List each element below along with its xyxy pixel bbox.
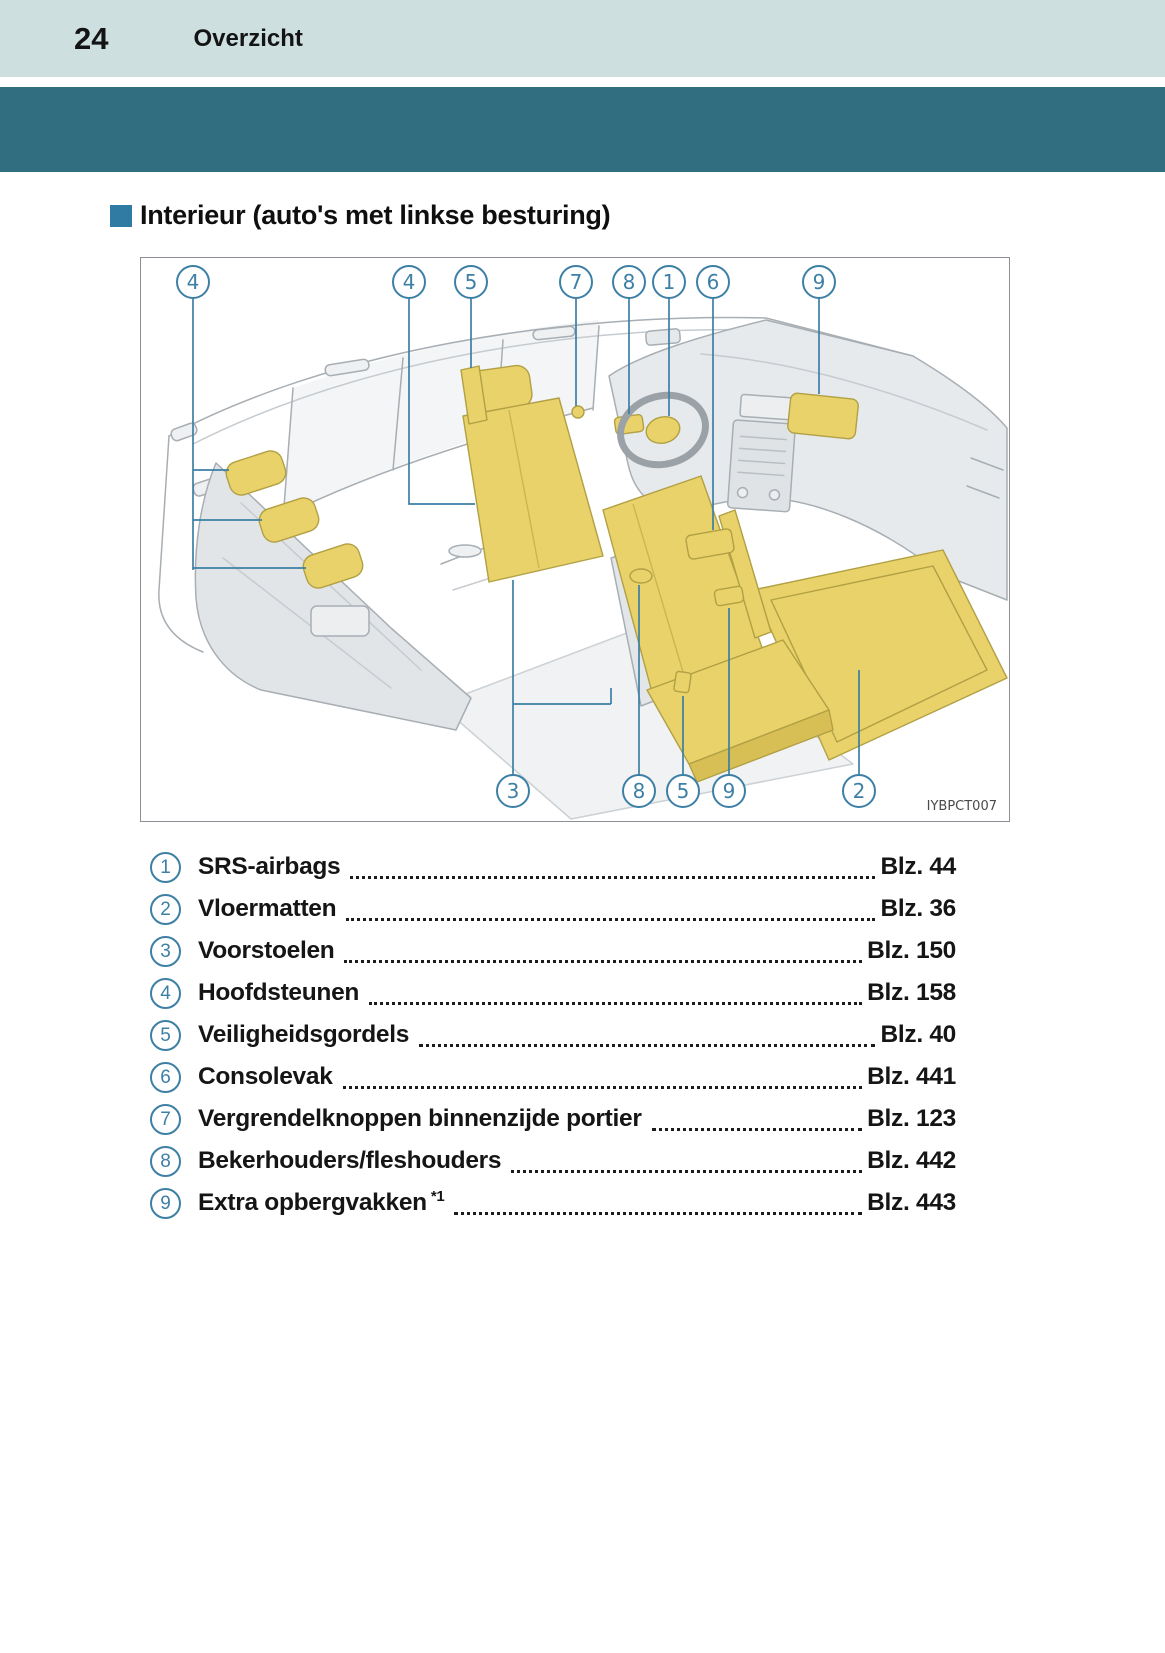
callout-number: 5 bbox=[677, 779, 690, 803]
heading-bullet-square bbox=[110, 204, 132, 227]
dotted-leader bbox=[350, 855, 876, 879]
legend-item-number: 8 bbox=[150, 1145, 181, 1177]
callout-number: 2 bbox=[853, 779, 866, 803]
legend-item-pageref: Blz. 443 bbox=[867, 1189, 956, 1216]
rear-headrest bbox=[302, 543, 364, 589]
legend-item: 7 Vergrendelknoppen binnenzijde portier … bbox=[150, 1098, 956, 1140]
legend-item: 9 Extra opbergvakken*1 Blz. 443 bbox=[150, 1182, 956, 1224]
callout-lines bbox=[192, 298, 860, 775]
interior-figure: 4 4 5 7 8 1 6 9 3 8 5 9 2 IYBPCT007 bbox=[140, 257, 1010, 822]
callout-number: 6 bbox=[707, 270, 720, 294]
callout-number: 1 bbox=[663, 270, 676, 294]
callout-number: 9 bbox=[813, 270, 826, 294]
legend-item-number: 3 bbox=[150, 935, 181, 967]
callout-number: 9 bbox=[723, 779, 736, 803]
legend-item-pageref: Blz. 150 bbox=[867, 937, 956, 964]
legend-item-label-text: Bekerhouders/fleshouders bbox=[198, 1147, 502, 1174]
legend-item-number: 4 bbox=[150, 977, 181, 1009]
dotted-leader bbox=[346, 897, 876, 921]
legend-item-label-text: Vergrendelknoppen binnenzijde portier bbox=[198, 1105, 642, 1132]
legend-item-number: 6 bbox=[150, 1061, 181, 1093]
dotted-leader bbox=[454, 1191, 863, 1215]
callout-number: 3 bbox=[507, 779, 520, 803]
legend-item: 4 Hoofdsteunen Blz. 158 bbox=[150, 972, 956, 1014]
console-pocket bbox=[713, 585, 745, 607]
interior-figure-svg: 4 4 5 7 8 1 6 9 3 8 5 9 2 IYBPCT007 bbox=[158, 265, 1008, 820]
legend-item-number: 5 bbox=[150, 1019, 181, 1051]
heading-text: Interieur (auto's met linkse besturing) bbox=[140, 200, 611, 230]
legend-item: 8 Bekerhouders/fleshouders Blz. 442 bbox=[150, 1140, 956, 1182]
callout-number: 5 bbox=[465, 270, 478, 294]
legend-item: 2 Vloermatten Blz. 36 bbox=[150, 888, 956, 930]
legend-item-label: Consolevak bbox=[198, 1063, 333, 1091]
legend-item-label-text: Veiligheidsgordels bbox=[198, 1021, 410, 1048]
dotted-leader bbox=[344, 939, 863, 963]
legend-item-pageref: Blz. 36 bbox=[880, 895, 956, 922]
console-cupholder bbox=[629, 568, 653, 584]
legend-item-pageref: Blz. 442 bbox=[867, 1147, 956, 1174]
seatbelt-anchor bbox=[460, 365, 488, 425]
legend-item-label-text: Voorstoelen bbox=[198, 937, 335, 964]
legend-item-label-text: SRS-airbags bbox=[198, 853, 341, 880]
car-interior-line-art bbox=[158, 316, 1008, 820]
legend-item-label: SRS-airbags bbox=[198, 853, 341, 881]
dotted-leader bbox=[342, 1065, 863, 1089]
section-heading: Interieur (auto's met linkse besturing) bbox=[110, 200, 1165, 231]
legend-item-number: 2 bbox=[150, 893, 181, 925]
legend-item: 3 Voorstoelen Blz. 150 bbox=[150, 930, 956, 972]
legend-item-label: Vloermatten bbox=[198, 895, 337, 923]
rear-headrest bbox=[258, 497, 320, 543]
dotted-leader bbox=[419, 1023, 876, 1047]
legend-item-pageref: Blz. 40 bbox=[880, 1021, 956, 1048]
legend-item-pageref: Blz. 44 bbox=[880, 853, 956, 880]
callout-circles: 4 4 5 7 8 1 6 9 3 8 5 9 2 bbox=[176, 265, 876, 808]
teal-band bbox=[0, 87, 1165, 172]
legend-item-pageref: Blz. 158 bbox=[867, 979, 956, 1006]
srs-airbag-pad bbox=[645, 415, 681, 445]
highlighted-parts bbox=[225, 364, 1008, 783]
callout-number: 4 bbox=[187, 270, 200, 294]
legend-item-label: Extra opbergvakken*1 bbox=[198, 1188, 445, 1217]
seatbelt-buckle bbox=[673, 670, 692, 694]
steering-wheel bbox=[617, 391, 709, 469]
legend-item-label: Veiligheidsgordels bbox=[198, 1021, 409, 1049]
legend-item-number: 7 bbox=[150, 1103, 181, 1135]
legend-item: 6 Consolevak Blz. 441 bbox=[150, 1056, 956, 1098]
legend-item-pageref: Blz. 123 bbox=[867, 1105, 956, 1132]
dotted-leader bbox=[511, 1149, 863, 1173]
dash-storage bbox=[787, 392, 859, 440]
section-title: Overzicht bbox=[193, 24, 303, 52]
legend-item: 5 Veiligheidsgordels Blz. 40 bbox=[150, 1014, 956, 1056]
callout-number: 7 bbox=[570, 270, 583, 294]
legend-item-pageref: Blz. 441 bbox=[867, 1063, 956, 1090]
dotted-leader bbox=[651, 1107, 863, 1131]
legend-item-number: 1 bbox=[150, 851, 181, 883]
legend-item-label: Bekerhouders/fleshouders bbox=[198, 1147, 502, 1175]
rear-headrest bbox=[225, 450, 287, 496]
legend-item-label-text: Vloermatten bbox=[198, 895, 337, 922]
door-lock-knob bbox=[571, 405, 585, 419]
legend-item-label: Hoofdsteunen bbox=[198, 979, 359, 1007]
callout-number: 8 bbox=[633, 779, 646, 803]
legend-item-label: Vergrendelknoppen binnenzijde portier bbox=[198, 1105, 642, 1133]
dotted-leader bbox=[369, 981, 863, 1005]
figure-code: IYBPCT007 bbox=[927, 799, 997, 814]
legend-item-label-text: Extra opbergvakken bbox=[198, 1189, 427, 1217]
callout-number: 4 bbox=[403, 270, 416, 294]
console-box bbox=[685, 528, 735, 560]
legend-item-label-text: Hoofdsteunen bbox=[198, 979, 360, 1006]
page-header: 24 Overzicht bbox=[0, 0, 1165, 77]
legend-list: 1 SRS-airbags Blz. 44 2 Vloermatten Blz.… bbox=[150, 846, 956, 1224]
legend-item-number: 9 bbox=[150, 1187, 181, 1219]
page-number: 24 bbox=[74, 20, 109, 56]
front-seatback-left bbox=[462, 397, 604, 583]
legend-item-label-text: Consolevak bbox=[198, 1063, 333, 1090]
footnote-marker: *1 bbox=[430, 1188, 445, 1206]
callout-number: 8 bbox=[623, 270, 636, 294]
legend-item-label: Voorstoelen bbox=[198, 937, 335, 965]
legend-item: 1 SRS-airbags Blz. 44 bbox=[150, 846, 956, 888]
